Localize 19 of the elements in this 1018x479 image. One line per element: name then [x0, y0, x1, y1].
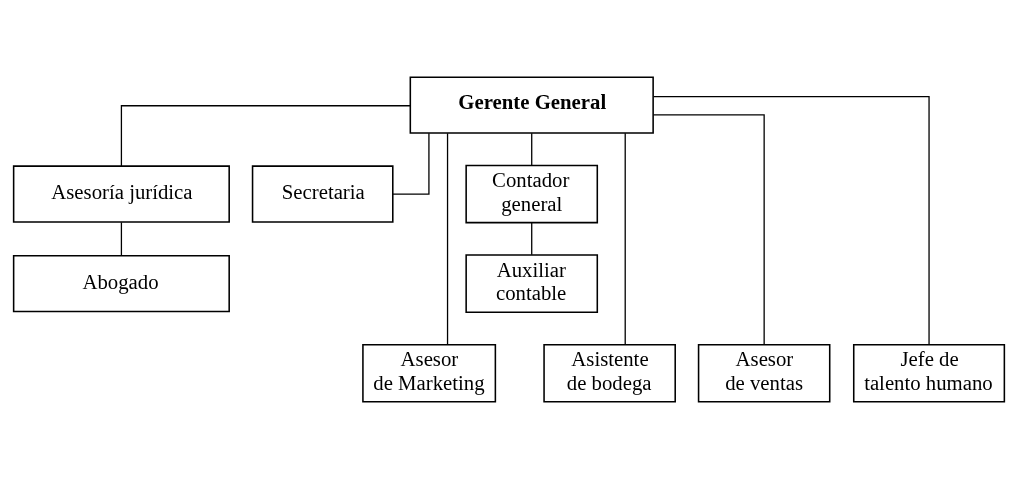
node-box: Asesor de ventas: [697, 343, 831, 403]
connector: [446, 132, 449, 346]
connector: [531, 132, 533, 166]
connector: [120, 221, 123, 256]
connector: [653, 96, 930, 345]
connector: [652, 114, 765, 346]
node-box: Contador general: [465, 164, 599, 224]
node-box: Gerente General: [409, 76, 654, 134]
node-box: Asesor de Marketing: [362, 343, 497, 403]
node-box: Abogado: [12, 254, 230, 313]
connector: [392, 132, 430, 195]
connector: [531, 222, 533, 256]
node-box: Secretaria: [251, 165, 394, 223]
node-box: Jefe de talento humano: [852, 343, 1006, 403]
connector: [120, 105, 411, 167]
node-box: Asistente de bodega: [543, 343, 676, 403]
node-box: Asesoría jurídica: [12, 165, 230, 223]
node-box: Auxiliar contable: [465, 254, 599, 313]
connector: [624, 132, 626, 346]
